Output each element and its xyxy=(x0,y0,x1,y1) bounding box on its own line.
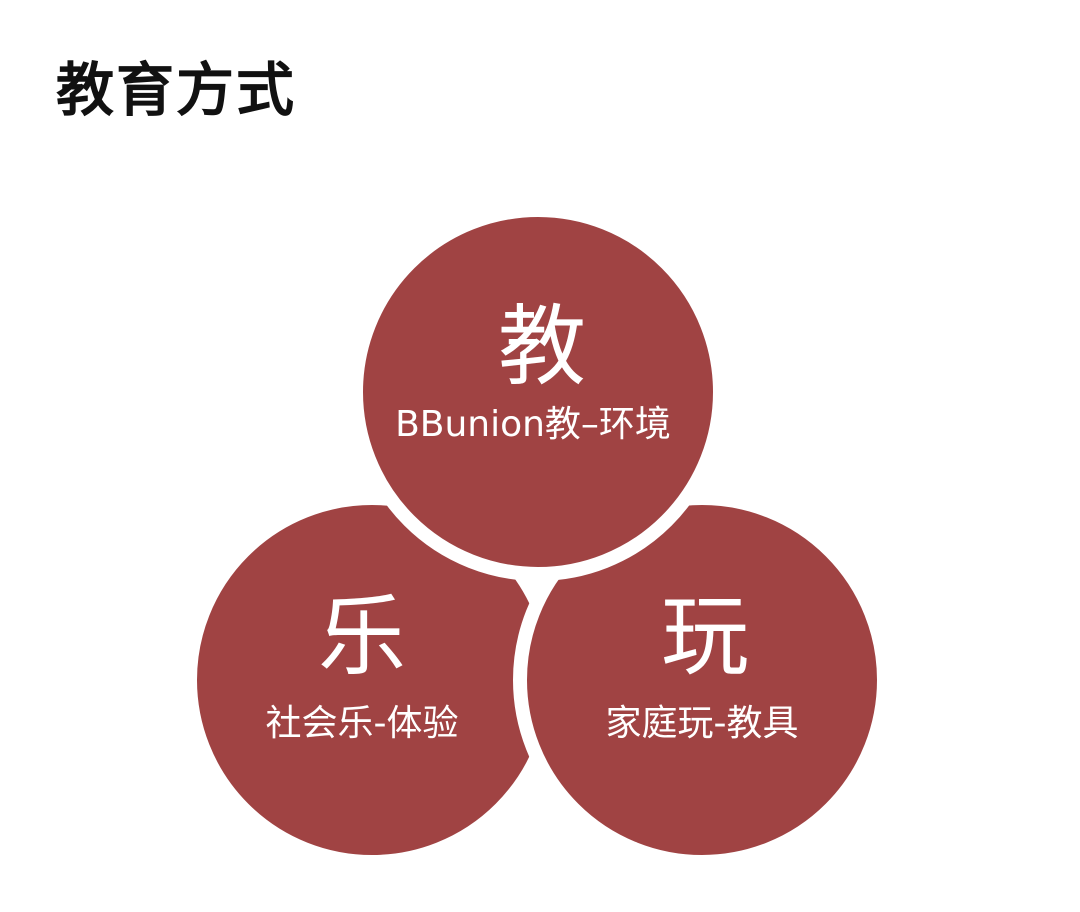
circle-wan-char: 玩 xyxy=(661,585,749,688)
circle-le-char: 乐 xyxy=(318,585,406,688)
circle-jiao-char: 教 xyxy=(498,295,586,398)
circle-wan xyxy=(513,491,891,869)
circle-wan-label: 家庭玩-教具 xyxy=(606,703,799,744)
circle-jiao xyxy=(349,203,727,581)
page-title: 教育方式 xyxy=(56,56,297,124)
circle-le-label: 社会乐-体验 xyxy=(266,703,459,744)
circle-jiao-label: BBunion教–环境 xyxy=(395,404,671,445)
